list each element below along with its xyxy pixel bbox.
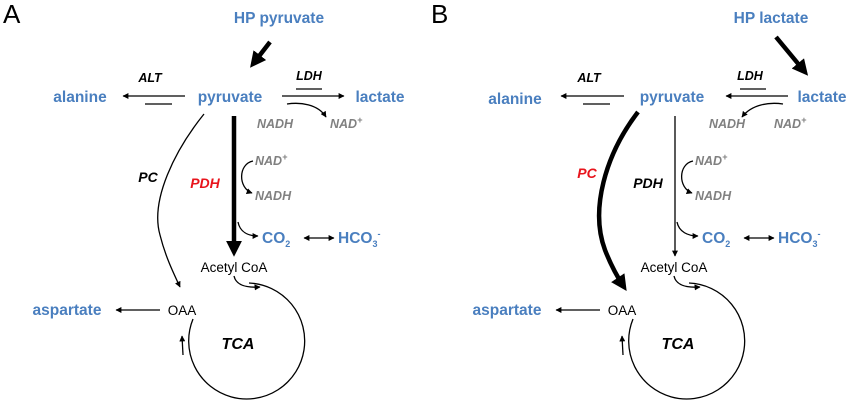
ldh-nadh-label: NADH (257, 117, 294, 131)
tca-label: TCA (662, 336, 695, 353)
lactate-label: lactate (797, 89, 846, 106)
ldh-nad-label: NAD+ (774, 115, 807, 131)
pdh-nad-label: NAD+ (255, 152, 288, 168)
ldh-cofactor-curve (741, 102, 784, 118)
pdh-nadh-label: NADH (255, 189, 292, 203)
acetyl-coa-label: Acetyl CoA (641, 260, 708, 275)
hco3-label: HCO3- (778, 229, 820, 249)
source-metabolite: HP pyruvate (234, 10, 325, 27)
pyruvate-label: pyruvate (198, 89, 263, 106)
panel-letter: B (431, 0, 448, 29)
alt-enzyme-label: ALT (576, 71, 602, 85)
alanine-label: alanine (488, 91, 542, 108)
lactate-label: lactate (355, 89, 404, 106)
pc-flux-arrow (157, 113, 205, 288)
pdh-cofactor-curve (240, 160, 254, 194)
pdh-enzyme-label: PDH (190, 175, 220, 191)
tca-return-arrow (619, 335, 626, 356)
pdh-nadh-label: NADH (695, 189, 732, 203)
pdh-nad-label: NAD+ (695, 152, 728, 168)
pc-enzyme-label: PC (577, 165, 597, 181)
ldh-enzyme-label: LDH (737, 69, 764, 83)
panel-a: A HP pyruvate pyruvate alanine lactate A… (3, 0, 405, 400)
ldh-cofactor-curve (286, 102, 327, 118)
hco3-label: HCO3- (338, 229, 380, 249)
ldh-nad-label: NAD+ (330, 115, 363, 131)
tca-label: TCA (222, 336, 255, 353)
source-metabolite: HP lactate (734, 10, 809, 27)
ldh-nadh-label: NADH (709, 117, 746, 131)
co2-label: CO2 (262, 230, 290, 249)
aspartate-label: aspartate (33, 302, 102, 319)
co2-branch-arrow (676, 221, 699, 239)
tca-cycle-circle (628, 282, 746, 400)
alt-enzyme-label: ALT (137, 71, 163, 85)
ldh-enzyme-label: LDH (296, 69, 323, 83)
acetyl-coa-entry-arrow (233, 275, 261, 291)
tca-return-arrow (179, 335, 186, 356)
pyruvate-label: pyruvate (640, 89, 705, 106)
co2-branch-arrow (237, 221, 259, 239)
acetyl-coa-entry-arrow (673, 275, 701, 291)
pdh-enzyme-label: PDH (633, 175, 663, 191)
pc-enzyme-label: PC (138, 169, 158, 185)
co2-label: CO2 (702, 230, 730, 249)
source-arrow (774, 35, 809, 76)
pc-flux-arrow (597, 110, 640, 291)
pdh-cofactor-curve (680, 160, 694, 194)
alanine-label: alanine (53, 89, 107, 106)
panel-letter: A (3, 0, 21, 29)
oaa-label: OAA (168, 303, 197, 318)
tca-cycle-circle (188, 282, 306, 400)
acetyl-coa-label: Acetyl CoA (201, 260, 268, 275)
aspartate-label: aspartate (473, 302, 542, 319)
panel-b: B HP lactate pyruvate alanine lactate AL… (431, 0, 847, 400)
oaa-label: OAA (608, 303, 637, 318)
source-arrow (250, 40, 272, 68)
